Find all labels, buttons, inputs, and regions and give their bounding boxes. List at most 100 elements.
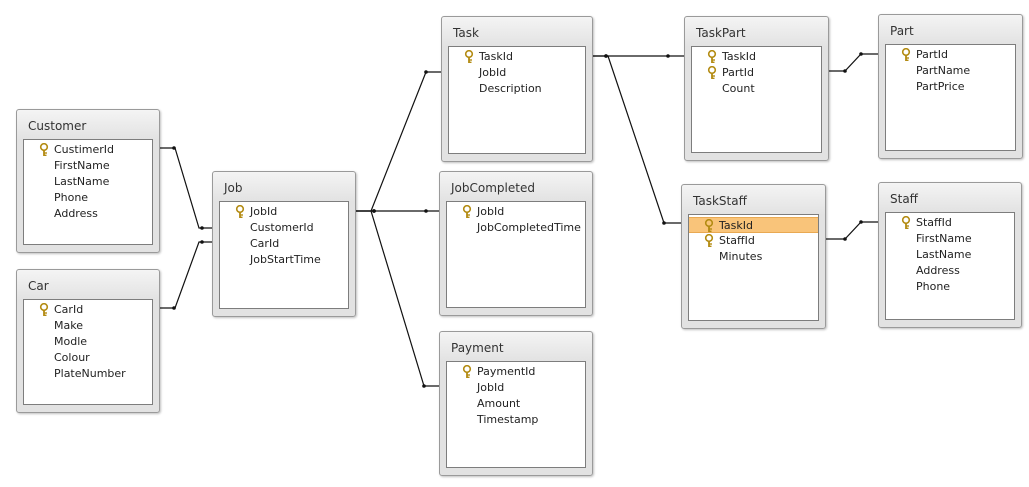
field-label: FirstName bbox=[916, 232, 972, 245]
field-label: Count bbox=[722, 82, 755, 95]
primary-key-icon bbox=[235, 204, 245, 219]
field-row[interactable]: StaffId bbox=[886, 215, 1014, 231]
field-row[interactable]: CustimerId bbox=[24, 142, 152, 158]
field-label: JobId bbox=[477, 205, 505, 218]
field-row[interactable]: JobId bbox=[449, 65, 585, 81]
field-row[interactable]: Minutes bbox=[689, 249, 818, 265]
field-label: CustimerId bbox=[54, 143, 114, 156]
relationship-line-job-task[interactable] bbox=[354, 71, 441, 212]
field-row[interactable]: JobId bbox=[220, 204, 348, 220]
relationship-line-customer-job[interactable] bbox=[158, 147, 212, 229]
field-row[interactable]: PartName bbox=[886, 63, 1015, 79]
field-row[interactable]: TaskId bbox=[689, 217, 818, 233]
field-row[interactable]: Phone bbox=[886, 279, 1014, 295]
field-row[interactable]: JobId bbox=[447, 204, 585, 220]
field-row[interactable]: PlateNumber bbox=[24, 366, 152, 382]
relationship-line-car-job[interactable] bbox=[158, 241, 212, 309]
field-row[interactable]: LastName bbox=[24, 174, 152, 190]
relationship-line-task-taskstaff[interactable] bbox=[591, 55, 681, 224]
field-row[interactable]: PartPrice bbox=[886, 79, 1015, 95]
field-row[interactable]: Count bbox=[692, 81, 821, 97]
field-row[interactable]: JobStartTime bbox=[220, 252, 348, 268]
field-row[interactable]: Colour bbox=[24, 350, 152, 366]
primary-key-icon bbox=[39, 302, 49, 317]
field-row[interactable]: Modle bbox=[24, 334, 152, 350]
table-title: Payment bbox=[451, 341, 504, 355]
field-row[interactable]: TaskId bbox=[449, 49, 585, 65]
field-row[interactable]: JobCompletedTime bbox=[447, 220, 585, 236]
field-label: Description bbox=[479, 82, 542, 95]
field-row[interactable]: PartId bbox=[692, 65, 821, 81]
field-label: FirstName bbox=[54, 159, 110, 172]
field-label: TaskId bbox=[719, 219, 753, 232]
field-row[interactable]: Description bbox=[449, 81, 585, 97]
relationship-endpoint bbox=[424, 209, 428, 213]
table-title: Task bbox=[453, 26, 479, 40]
relationship-endpoint bbox=[200, 226, 204, 230]
field-label: CarId bbox=[54, 303, 84, 316]
field-row[interactable]: PaymentId bbox=[447, 364, 585, 380]
field-label: JobCompletedTime bbox=[477, 221, 581, 234]
field-row[interactable]: CarId bbox=[24, 302, 152, 318]
relationship-line-part-taskpart[interactable] bbox=[827, 53, 878, 72]
relationship-endpoint bbox=[372, 209, 376, 213]
primary-key-icon bbox=[704, 218, 714, 233]
field-label: Phone bbox=[916, 280, 951, 293]
relationship-endpoint bbox=[372, 209, 376, 213]
field-label: LastName bbox=[916, 248, 972, 261]
relationship-endpoint bbox=[424, 70, 428, 74]
primary-key-icon bbox=[704, 233, 714, 248]
relationship-line-job-payment[interactable] bbox=[354, 210, 439, 387]
field-row[interactable]: LastName bbox=[886, 247, 1014, 263]
field-label: Phone bbox=[54, 191, 89, 204]
primary-key-icon bbox=[39, 142, 49, 157]
field-row[interactable]: Address bbox=[24, 206, 152, 222]
field-row[interactable]: Make bbox=[24, 318, 152, 334]
field-row[interactable]: FirstName bbox=[24, 158, 152, 174]
field-label: Modle bbox=[54, 335, 88, 348]
primary-key-icon bbox=[707, 65, 717, 80]
field-row[interactable]: Address bbox=[886, 263, 1014, 279]
field-row[interactable]: PartId bbox=[886, 47, 1015, 63]
table-title: Car bbox=[28, 279, 49, 293]
field-row[interactable]: TaskId bbox=[692, 49, 821, 65]
field-label: JobId bbox=[477, 381, 505, 394]
field-row[interactable]: Phone bbox=[24, 190, 152, 206]
field-row[interactable]: JobId bbox=[447, 380, 585, 396]
field-label: JobId bbox=[250, 205, 278, 218]
field-row[interactable]: CarId bbox=[220, 236, 348, 252]
relationship-endpoint bbox=[843, 69, 847, 73]
field-row[interactable]: StaffId bbox=[689, 233, 818, 249]
field-row[interactable]: FirstName bbox=[886, 231, 1014, 247]
field-row[interactable]: CustomerId bbox=[220, 220, 348, 236]
primary-key-icon bbox=[464, 49, 474, 64]
field-row[interactable]: Timestamp bbox=[447, 412, 585, 428]
table-title: Staff bbox=[890, 192, 918, 206]
field-row[interactable]: Amount bbox=[447, 396, 585, 412]
table-title: Part bbox=[890, 24, 914, 38]
relationship-endpoint bbox=[859, 52, 863, 56]
relationship-line-staff-taskstaff[interactable] bbox=[824, 221, 878, 240]
table-title: JobCompleted bbox=[451, 181, 535, 195]
primary-key-icon bbox=[901, 47, 911, 62]
